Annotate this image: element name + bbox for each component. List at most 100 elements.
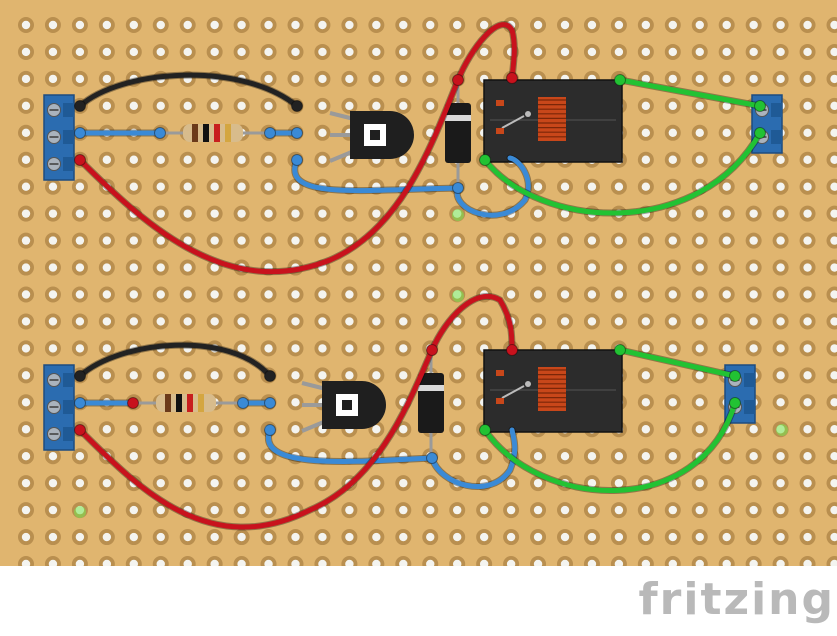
hole-center (318, 74, 327, 84)
hole-center (318, 317, 327, 326)
hole-center (426, 236, 435, 245)
hole-center (75, 478, 85, 488)
resistor-band (192, 124, 198, 142)
hole-center (237, 20, 246, 30)
hole-center (264, 47, 273, 57)
hole-center (426, 74, 435, 84)
hole-center (453, 236, 462, 245)
hole-center (183, 209, 192, 218)
hole-center (668, 532, 677, 542)
hole-center (830, 425, 837, 434)
hole-center (183, 478, 192, 488)
hole-center (345, 559, 354, 566)
relay-pin-mark (496, 370, 504, 376)
hole-center (426, 263, 435, 272)
hole-center (830, 47, 837, 57)
hole-center (156, 209, 165, 218)
hole-center (614, 20, 624, 30)
hole-center (668, 47, 677, 57)
hole-center (372, 20, 381, 30)
hole-center (75, 452, 85, 461)
hole-center (426, 128, 435, 137)
hole-center (372, 236, 381, 245)
hole-center (695, 209, 704, 218)
terminal-block-left (43, 364, 75, 451)
hole-center (506, 478, 516, 488)
hole-center (668, 20, 677, 30)
hole-center (776, 317, 785, 326)
hole-center (560, 505, 570, 515)
hole-center (102, 155, 112, 164)
hole-center (318, 371, 327, 380)
hole-center (75, 182, 85, 191)
hole-center (345, 101, 354, 111)
hole-center (722, 182, 731, 191)
hole-center (695, 155, 704, 164)
hole-center (614, 532, 624, 542)
hole-center (399, 155, 408, 164)
hole-center (453, 344, 462, 353)
hole-center (21, 101, 31, 111)
terminal-slot (63, 373, 74, 387)
hole-center (156, 532, 165, 542)
hole-center (291, 182, 300, 191)
hole-center (75, 559, 85, 566)
hole-center (533, 290, 543, 299)
hole-center (830, 505, 837, 515)
wire-end (264, 127, 276, 139)
hole-center (210, 452, 219, 461)
hole-center (560, 263, 570, 272)
hole-center (102, 532, 112, 542)
hole-center (749, 478, 758, 488)
relay (483, 349, 623, 433)
hole-center (210, 20, 219, 30)
hole-center (614, 290, 624, 299)
hole-center (560, 236, 570, 245)
hole-center (560, 209, 570, 218)
wire-green (617, 347, 738, 379)
hole-center (722, 317, 731, 326)
hole-center (21, 209, 31, 218)
hole-center (776, 478, 785, 488)
hole-center (210, 505, 219, 515)
hole-center (668, 182, 677, 191)
hole-center (426, 505, 435, 515)
hole-center (48, 532, 58, 542)
hole-center (372, 263, 381, 272)
hole-center (803, 532, 812, 542)
hole-center (695, 101, 704, 111)
hole-center (21, 371, 31, 380)
hole-center (749, 505, 758, 515)
hole-center (264, 20, 273, 30)
hole-center (21, 20, 31, 30)
hole-center (614, 559, 624, 566)
hole-center (614, 47, 624, 57)
wire-blue (292, 155, 531, 218)
hole-center (237, 344, 246, 353)
hole-center (183, 47, 192, 57)
hole-center (264, 478, 273, 488)
hole-center (102, 209, 112, 218)
hole-center (48, 209, 58, 218)
hole-center (533, 47, 543, 57)
hole-center (237, 478, 246, 488)
hole-center (668, 128, 677, 137)
hole-center (641, 344, 651, 353)
diode-band (445, 115, 471, 121)
hole-center (21, 559, 31, 566)
hole-center (426, 155, 435, 164)
circuits (43, 21, 788, 531)
hole-center (129, 290, 138, 299)
hole-center (75, 263, 85, 272)
resistor-band (214, 124, 220, 142)
hole-center (183, 317, 192, 326)
hole-center (237, 371, 246, 380)
hole-center (803, 128, 812, 137)
hole-center (345, 47, 354, 57)
hole-center (183, 371, 192, 380)
wire-green (617, 77, 763, 109)
hole-center (749, 47, 758, 57)
wire-end (74, 100, 86, 112)
hole-center (722, 263, 731, 272)
hole-center (453, 20, 462, 30)
